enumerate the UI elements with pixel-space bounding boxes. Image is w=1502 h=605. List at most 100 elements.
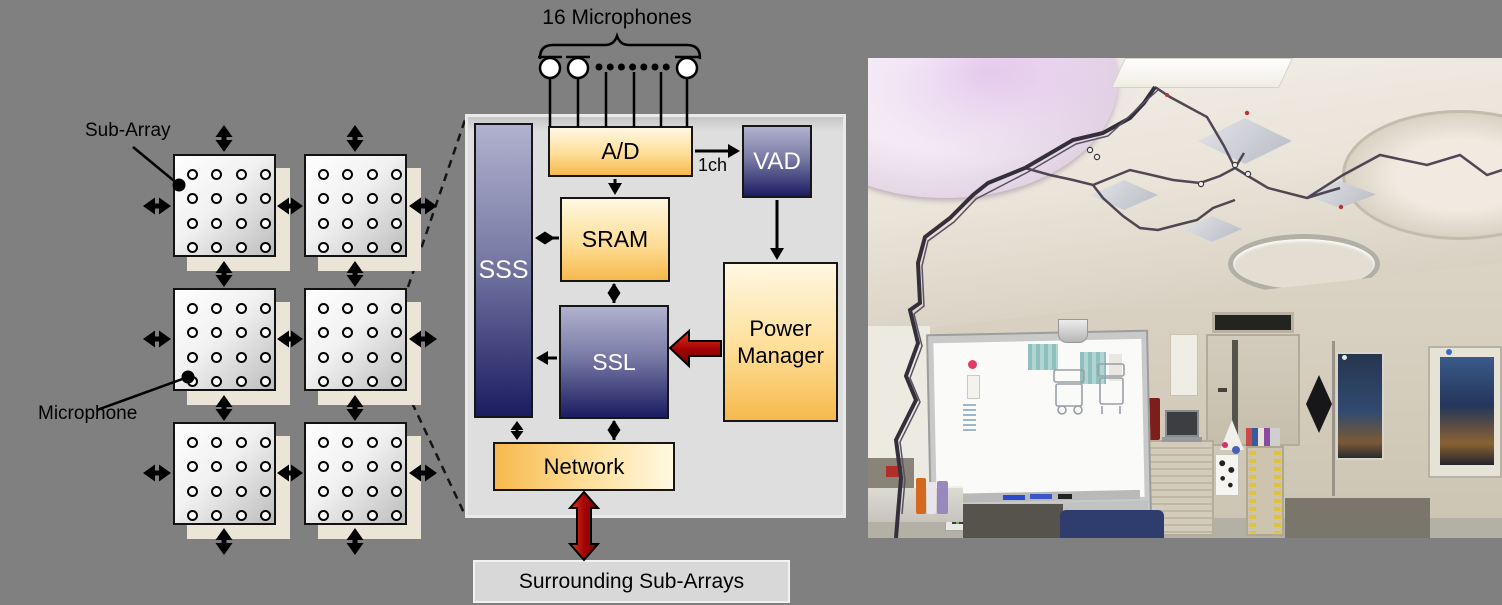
brace	[538, 32, 702, 60]
room-photo	[868, 58, 1502, 538]
blue-chair	[1060, 510, 1164, 538]
mic-group-label: 16 Microphones	[542, 6, 692, 29]
arrow-head	[346, 275, 364, 287]
block-sram: SRAM	[560, 197, 670, 282]
microphone-dot	[391, 193, 402, 204]
microphone-dot	[342, 376, 353, 387]
microphone-dot	[260, 485, 271, 497]
whiteboard-cloth-white	[1109, 354, 1122, 381]
wall-divider	[1332, 341, 1335, 496]
whiteboard-sketch	[1053, 363, 1125, 415]
microphone-symbol	[538, 56, 562, 80]
marker	[1058, 494, 1072, 499]
sub-array-box	[173, 154, 276, 257]
microphone-symbol	[675, 56, 699, 80]
block-ad-label: A/D	[601, 138, 640, 165]
block-network-label: Network	[543, 453, 625, 479]
microphone-dot	[260, 510, 271, 521]
ellipsis-dot	[595, 63, 603, 71]
sub-array-label: Sub-Array	[85, 120, 171, 141]
microphone-dot	[211, 436, 222, 448]
microphone-dot	[366, 302, 378, 314]
shelf-figurines	[1246, 428, 1280, 448]
marker	[1030, 494, 1052, 499]
right-floor-shadow	[1285, 498, 1430, 538]
microphone-dot	[317, 351, 329, 363]
transom-window	[1212, 312, 1294, 333]
microphone-dot	[260, 168, 271, 180]
microphone-dot	[366, 242, 378, 253]
microphone-dot	[211, 168, 222, 180]
arrow-head	[425, 197, 437, 215]
microphone-dot	[391, 242, 402, 253]
microphone-dot	[317, 436, 329, 448]
microphone-dot	[235, 376, 247, 387]
block-sram-label: SRAM	[581, 226, 649, 253]
block-vad: VAD	[742, 125, 812, 198]
whiteboard-card	[967, 375, 980, 399]
laptop-base	[1162, 437, 1202, 442]
microphone-dot	[366, 461, 378, 472]
arrow-head	[215, 543, 233, 555]
microphone-dot	[366, 436, 378, 448]
microphone-dot	[342, 351, 353, 363]
whiteboard-cloth	[1028, 344, 1058, 370]
microphone-dot	[186, 168, 198, 180]
microphone-dot	[366, 351, 378, 363]
microphone-dot	[186, 193, 198, 204]
microphone-dot	[317, 461, 329, 472]
microphone-dot	[211, 302, 222, 314]
microphone-dot	[317, 193, 329, 204]
blue-pin	[1446, 349, 1452, 355]
cable-bundle	[893, 85, 1502, 538]
right-picture	[1440, 357, 1494, 465]
microphone-dot	[186, 217, 198, 229]
microphone-dot	[317, 485, 329, 497]
microphone-dot	[366, 485, 378, 497]
microphone-dot	[235, 302, 247, 314]
eye-chart-dots	[1215, 454, 1239, 496]
wall-panel	[1170, 334, 1198, 396]
arrow-head	[346, 409, 364, 421]
microphone-dot	[186, 436, 198, 448]
ellipsis-dot	[617, 63, 625, 71]
red-box	[886, 466, 902, 477]
microphone-dot	[235, 193, 247, 204]
marker	[1003, 495, 1025, 500]
ellipsis-dot	[662, 63, 670, 71]
microphone-dot	[211, 376, 222, 387]
magnet-red	[1222, 442, 1228, 448]
sub-array-box	[304, 154, 407, 257]
microphone-dot	[211, 217, 222, 229]
microphone-dot	[366, 217, 378, 229]
sub-array-box	[173, 288, 276, 391]
block-ssl: SSL	[559, 305, 669, 419]
microphone-dot	[186, 376, 198, 387]
microphone-dot	[260, 302, 271, 314]
magnet-red	[968, 360, 977, 369]
block-network: Network	[493, 442, 675, 491]
microphone-dot	[186, 461, 198, 472]
microphone-dot	[186, 351, 198, 363]
block-ssl-label: SSL	[592, 348, 636, 375]
microphone-dot	[342, 510, 353, 521]
microphone-dot	[235, 461, 247, 472]
microphone-dot	[342, 302, 353, 314]
microphone-dot	[317, 327, 329, 338]
microphone-label: Microphone	[38, 403, 138, 424]
drawer-labels-left	[1249, 451, 1256, 533]
microphone-dot	[211, 351, 222, 363]
arrow-head	[143, 464, 155, 482]
arrow-head	[291, 330, 303, 348]
microphone-dot	[366, 510, 378, 521]
laptop-screen	[1165, 410, 1199, 437]
microphone-dot	[342, 168, 353, 180]
microphone-dot	[317, 168, 329, 180]
microphone-dot	[235, 351, 247, 363]
microphone-dot	[186, 327, 198, 338]
arrow-head	[215, 275, 233, 287]
microphone-dot	[260, 217, 271, 229]
arrow-head	[215, 125, 233, 137]
sub-array-box	[304, 288, 407, 391]
microphone-dot	[391, 376, 402, 387]
